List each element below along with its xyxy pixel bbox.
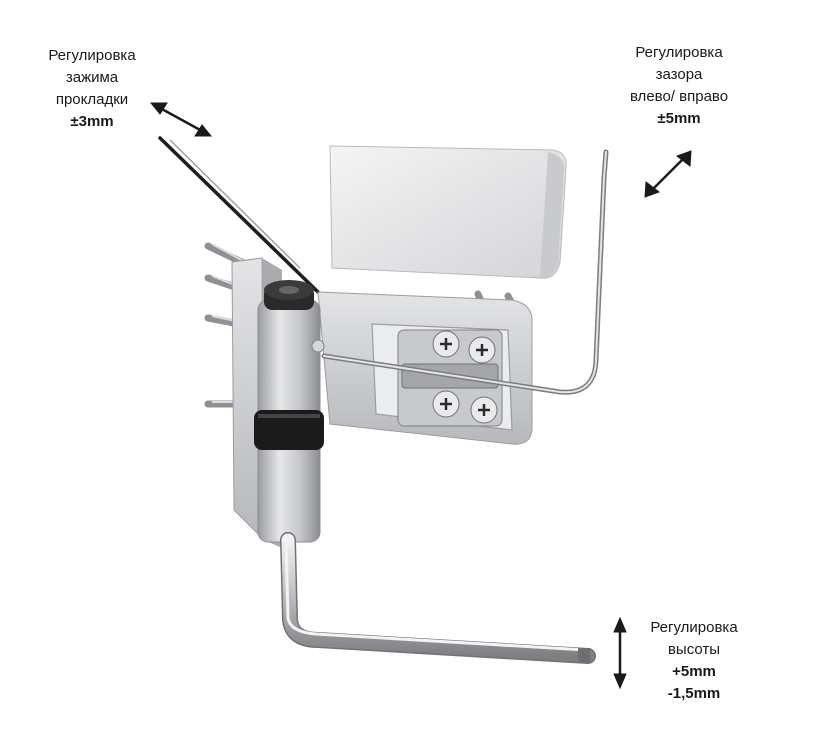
double-arrow-icon [149,102,213,137]
hex-key-icon [321,149,609,395]
height-adjustment-label: Регулировка высоты +5mm -1,5mm [632,617,756,705]
label-line: Регулировка [48,47,136,64]
vertical-double-arrow-icon [613,616,627,690]
hex-key-icon [280,532,596,664]
hex-key-icon [158,136,320,294]
label-line: зажима [65,69,119,86]
gap-adjustment-label: Регулировка зазора влево/ вправо ±5mm [604,42,754,130]
gasket-clamp-adjustment-label: Регулировка зажима прокладки ±3mm [22,45,162,133]
label-line: высоты [667,641,721,658]
adjustment-block [397,329,503,427]
label-value: +5mm [672,663,716,680]
double-arrow-icon [644,150,692,198]
hinge-cover-cap [329,145,567,279]
label-line: Регулировка [650,619,738,636]
hinge-barrel [254,280,325,543]
label-value: ±3mm [70,113,114,130]
label-line: Регулировка [635,44,723,61]
label-line: прокладки [55,91,129,108]
label-value: ±5mm [657,110,701,127]
label-line: влево/ вправо [629,88,729,105]
label-line: зазора [655,66,703,83]
label-value: -1,5mm [667,685,721,702]
